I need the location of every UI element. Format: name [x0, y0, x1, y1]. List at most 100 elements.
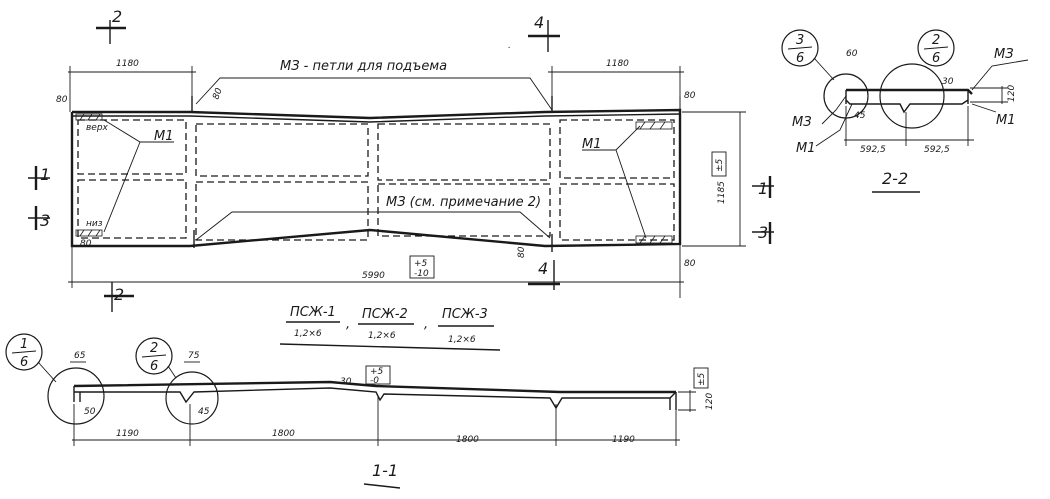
plan-label-m3-note: МЗ (см. примечание 2) — [386, 195, 541, 210]
s22-callout-circle-b — [879, 63, 945, 129]
section-mark-3-right: 3 — [752, 222, 774, 244]
section-1-1: 1 6 2 6 65 75 50 45 30 +5 -0 — [5, 333, 715, 489]
svg-text:3: 3 — [40, 211, 50, 230]
title-sep-2: , — [424, 317, 428, 332]
drawing-title: ПСЖ-1 1,2×6 , ПСЖ-2 1,2×6 , ПСЖ-3 1,2×6 — [279, 305, 501, 351]
svg-text:3: 3 — [758, 223, 768, 242]
plan-panel-3a — [377, 123, 551, 181]
section-mark-4-top: 4 — [528, 13, 560, 52]
plan-length-tolerance-box: +5 -10 — [409, 255, 435, 279]
section-mark-1-left: 1 — [28, 165, 50, 190]
plan-label-top: верх — [86, 123, 109, 133]
section-2-2: 3 6 2 6 60 45 30 120 592,5 592,5 МЗ М1 М… — [781, 29, 1029, 193]
s11-height-tolerance-box: ±5 — [693, 367, 709, 389]
section-mark-3-left: 3 — [28, 206, 50, 230]
plan-panel-2a — [195, 123, 369, 177]
s11-dim-height-label: 120 — [705, 393, 715, 410]
s11-caption-underline — [363, 483, 401, 489]
s11-dim-thickness: 30 — [340, 377, 352, 387]
s11-callout-b: 2 6 — [135, 337, 177, 379]
s22-callout-a: 3 6 — [781, 29, 835, 81]
svg-text:±5: ±5 — [697, 372, 707, 386]
plan-embed-bottom-right — [635, 235, 673, 244]
s22-label-m3-b: МЗ — [994, 47, 1014, 62]
svg-text:1: 1 — [758, 179, 768, 198]
plan-embed-top-right — [635, 121, 673, 130]
svg-text:2: 2 — [114, 285, 124, 304]
plan-label-m1-left: М1 — [154, 129, 174, 144]
plan-dim-right-top-label: 1180 — [606, 59, 629, 69]
s22-leader-m3-a — [821, 95, 847, 125]
s11-dim-rib-a-bottom: 50 — [84, 407, 96, 417]
stray-dot: . — [508, 41, 511, 51]
svg-text:1: 1 — [40, 165, 50, 184]
plan-panel-4b — [559, 183, 675, 241]
s11-caption: 1-1 — [372, 461, 398, 480]
s22-label-m1-b: М1 — [996, 113, 1016, 128]
s22-slab-bottom — [845, 99, 969, 114]
title-item-2-name: ПСЖ-2 — [362, 307, 408, 322]
plan-dim-width: 1185 — [717, 181, 727, 204]
svg-text:+5: +5 — [414, 259, 428, 269]
plan-width-tolerance-box: ±5 — [711, 151, 727, 177]
svg-text:+5: +5 — [370, 367, 384, 377]
svg-text:3: 3 — [796, 33, 804, 48]
section-mark-2-bottom: 2 — [104, 282, 134, 312]
s22-dim-rib-top: 60 — [846, 49, 858, 59]
plan-dim-offset-tl: 80 — [56, 95, 68, 105]
s11-callout-a: 1 6 — [5, 333, 57, 383]
svg-text:2: 2 — [150, 341, 158, 356]
plan-dim-offset-bl: 80 — [80, 239, 92, 249]
title-item-2-size: 1,2×6 — [368, 331, 396, 341]
plan-dim-loop-small2: 80 — [517, 246, 527, 258]
s22-span-1: 592,5 — [860, 145, 886, 155]
s11-span-2: 1800 — [272, 429, 295, 439]
plan-leader-m3-loops — [195, 77, 553, 111]
plan-panel-1a — [77, 119, 187, 175]
svg-text:2: 2 — [932, 33, 940, 48]
svg-text:±5: ±5 — [715, 158, 725, 172]
s11-dim-rib-b-label: 75 — [188, 351, 200, 361]
plan-panel-2b — [195, 181, 369, 241]
title-item-1-size: 1,2×6 — [294, 329, 322, 339]
plan-dim-offset-tr: 80 — [684, 91, 696, 101]
section-mark-2-top: 2 — [96, 7, 126, 44]
plan-embed-top-left — [75, 113, 103, 121]
plan-label-bottom: низ — [86, 219, 103, 229]
s22-label-m3-a: МЗ — [792, 115, 812, 130]
plan-leader-m1-right-b — [615, 149, 647, 239]
s22-leader-m1-b — [971, 103, 997, 113]
s22-callout-b: 2 6 — [917, 29, 955, 67]
svg-text:-0: -0 — [370, 376, 379, 386]
section-mark-4-bottom: 4 — [528, 259, 560, 290]
s22-dim-thickness: 30 — [942, 77, 954, 87]
plan-leader-m3-note — [195, 211, 551, 241]
title-item-1-name: ПСЖ-1 — [290, 305, 336, 320]
s11-dim-rib-b-bottom: 45 — [198, 407, 210, 417]
s11-span-4: 1190 — [612, 435, 635, 445]
plan-dim-length: 5990 — [362, 271, 385, 281]
plan-label-m3-loops: МЗ - петли для подъема — [280, 59, 447, 74]
plan-view: 2 2 4 4 1 3 1 — [28, 7, 774, 312]
plan-leader-m1-left-b — [103, 141, 141, 233]
s11-slab-top — [73, 380, 676, 394]
s22-leader-m3-b — [971, 59, 1029, 91]
s22-span-2: 592,5 — [924, 145, 950, 155]
svg-text:6: 6 — [20, 355, 28, 370]
plan-label-m1-right: М1 — [582, 137, 602, 152]
svg-text:-10: -10 — [414, 269, 429, 279]
s22-caption: 2-2 — [882, 169, 908, 188]
svg-text:1: 1 — [20, 337, 28, 352]
title-item-3-size: 1,2×6 — [448, 335, 476, 345]
s22-slab-top — [846, 88, 973, 95]
s11-span-1: 1190 — [116, 429, 139, 439]
s11-tolerance-box: +5 -0 — [365, 365, 391, 386]
svg-text:6: 6 — [932, 51, 940, 66]
plan-panel-4a — [559, 119, 675, 179]
svg-text:4: 4 — [534, 13, 544, 32]
s22-dim-height-label: 120 — [1007, 85, 1017, 102]
s11-span-3: 1800 — [456, 435, 479, 445]
section-mark-1-right: 1 — [752, 176, 774, 198]
svg-text:6: 6 — [796, 51, 804, 66]
